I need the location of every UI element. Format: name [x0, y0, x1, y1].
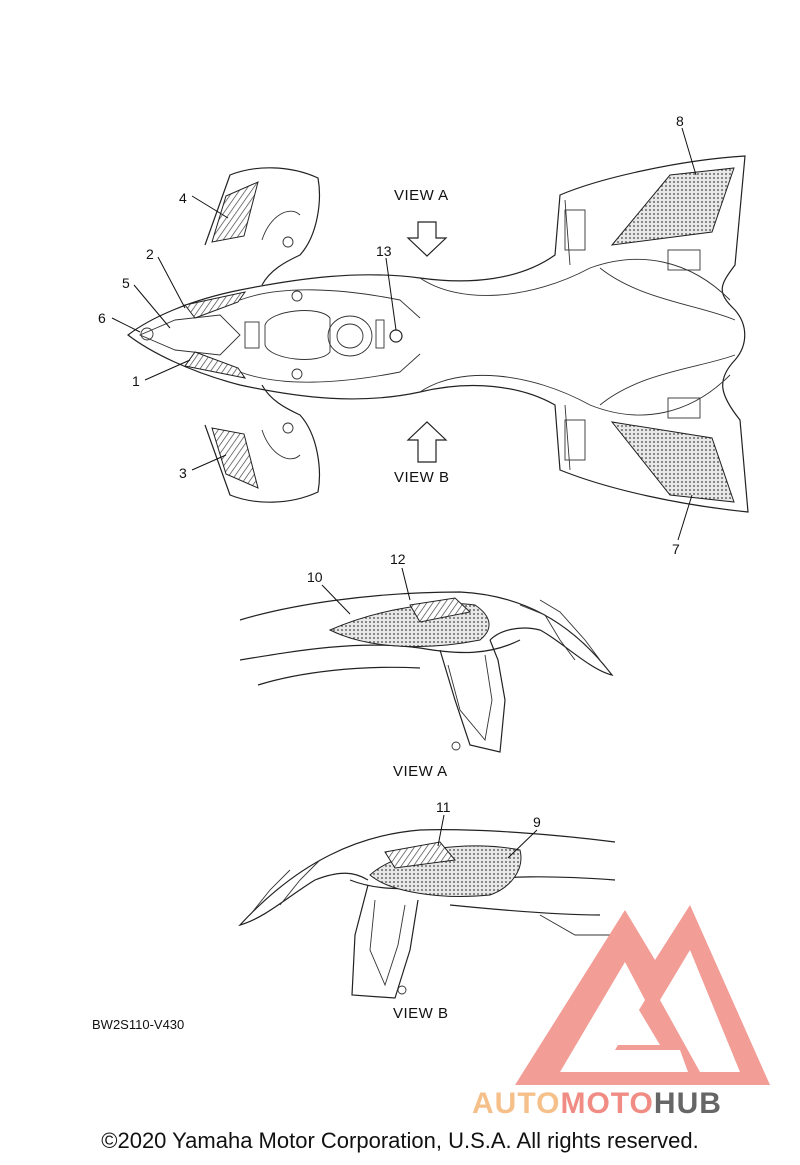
view-b-arrow	[406, 421, 448, 463]
callout-8: 8	[676, 113, 684, 129]
leader-lines-view-b	[437, 814, 538, 859]
top-view-body	[127, 155, 749, 513]
callout-12: 12	[390, 551, 406, 567]
automotohub-logo	[515, 905, 770, 1085]
view-a-arrow-label: VIEW A	[394, 187, 449, 204]
view-b-drawing	[238, 829, 616, 999]
decal-3-shape	[211, 427, 259, 489]
decal-4-shape	[211, 181, 259, 243]
decal-1-shape	[184, 351, 247, 379]
decal-7-shape	[610, 421, 735, 503]
watermark-brand-moto: MOTO	[560, 1087, 653, 1120]
callout-2: 2	[146, 246, 154, 262]
watermark-brand-auto: AUTO	[472, 1087, 560, 1120]
callout-1: 1	[132, 373, 140, 389]
view-b-caption: VIEW B	[393, 1005, 449, 1022]
decal-11-shape	[384, 841, 456, 869]
copyright-notice: ©2020 Yamaha Motor Corporation, U.S.A. A…	[101, 1128, 699, 1153]
view-a-caption: VIEW A	[393, 763, 448, 780]
callout-9: 9	[533, 814, 541, 830]
watermark-brand-hub: HUB	[654, 1087, 722, 1120]
callout-7: 7	[672, 541, 680, 557]
callout-6: 6	[98, 310, 106, 326]
decal-8-shape	[610, 167, 735, 246]
view-a-arrow	[406, 221, 448, 257]
diagram-code: BW2S110-V430	[92, 1017, 184, 1032]
callout-10: 10	[307, 569, 323, 585]
leader-lines-top	[111, 127, 697, 541]
view-b-arrow-label: VIEW B	[394, 469, 450, 486]
callout-11: 11	[436, 799, 451, 815]
callout-3: 3	[179, 465, 187, 481]
svg-text:AUTOMOTOHUB: AUTOMOTOHUB	[472, 1087, 722, 1120]
callout-13: 13	[376, 243, 392, 259]
decal-2-shape	[184, 291, 247, 319]
callout-5: 5	[122, 275, 130, 291]
leader-lines-view-a	[321, 567, 411, 615]
callout-4: 4	[179, 190, 187, 206]
view-a-drawing	[239, 591, 614, 753]
decal-12-shape	[409, 597, 472, 623]
